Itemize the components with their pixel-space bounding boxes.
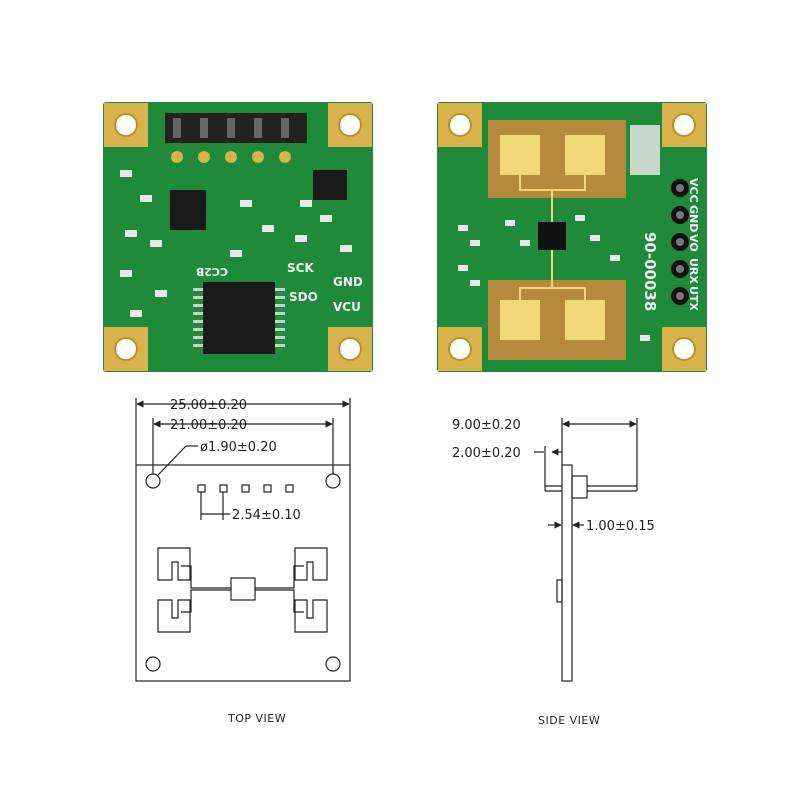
front-ic-main <box>203 282 275 354</box>
front-board-photo: CC2B SCK GND SDO VCU <box>103 102 373 372</box>
dim-overall-width: 25.00±0.20 <box>170 398 247 413</box>
top-view-hole <box>145 473 161 489</box>
side-view-drawing <box>534 418 638 682</box>
front-mount-holes <box>104 103 372 371</box>
back-pin-label-gnd: GND <box>687 205 700 232</box>
dim-hole-spacing: 21.00±0.20 <box>170 418 247 433</box>
top-view-pins <box>197 484 294 493</box>
side-view-board <box>561 464 573 682</box>
back-part-number: 90-00038 <box>641 232 659 311</box>
side-view-header <box>571 475 588 499</box>
dim-pin-offset: 2.00±0.20 <box>452 446 521 461</box>
top-view-hole <box>325 656 341 672</box>
back-pin-label-vcc: VCC <box>687 178 700 203</box>
top-view-drawing <box>135 398 351 682</box>
top-view-chip <box>230 577 256 601</box>
front-smd-components <box>120 170 352 317</box>
radar-chip <box>538 222 566 250</box>
dim-hole-diameter: ø1.90±0.20 <box>200 440 277 455</box>
back-pin-label-vo: VO <box>687 234 700 252</box>
side-view-caption: SIDE VIEW <box>538 714 600 727</box>
antenna-patch <box>500 300 540 340</box>
dim-pin-length: 9.00±0.20 <box>452 418 521 433</box>
top-view-hole <box>145 656 161 672</box>
antenna-patch <box>565 300 605 340</box>
back-board-photo: VCC GND VO URX UTX 90-00038 <box>437 102 707 372</box>
back-smd-components <box>458 215 650 341</box>
back-pin-label-urx: URX <box>687 258 700 284</box>
shield-label <box>630 125 660 175</box>
antenna-patch <box>500 135 540 175</box>
dim-pin-pitch: 2.54±0.10 <box>232 508 301 523</box>
antenna-patch <box>565 135 605 175</box>
front-pin-label-gnd: GND <box>333 275 363 289</box>
back-pin-label-utx: UTX <box>687 286 700 311</box>
antenna-array <box>488 120 626 360</box>
top-view-caption: TOP VIEW <box>227 712 286 725</box>
back-pin-pads <box>671 179 689 305</box>
front-pin-label-sck: SCK <box>287 261 314 275</box>
front-pcb-substrate <box>103 102 373 372</box>
side-view-chip <box>556 579 563 603</box>
front-transistor <box>313 170 347 200</box>
front-pin-label-vcu: VCU <box>333 300 361 314</box>
front-pin-header <box>165 113 307 163</box>
front-chip-marking: CC2B <box>196 265 228 278</box>
back-mount-holes <box>438 103 706 371</box>
front-pin-label-sdo: SDO <box>289 290 318 304</box>
front-ic-small <box>170 190 206 230</box>
top-view-antennas <box>157 547 328 633</box>
top-view-hole <box>325 473 341 489</box>
top-view-outline <box>135 464 351 682</box>
dim-board-thickness: 1.00±0.15 <box>586 519 655 534</box>
